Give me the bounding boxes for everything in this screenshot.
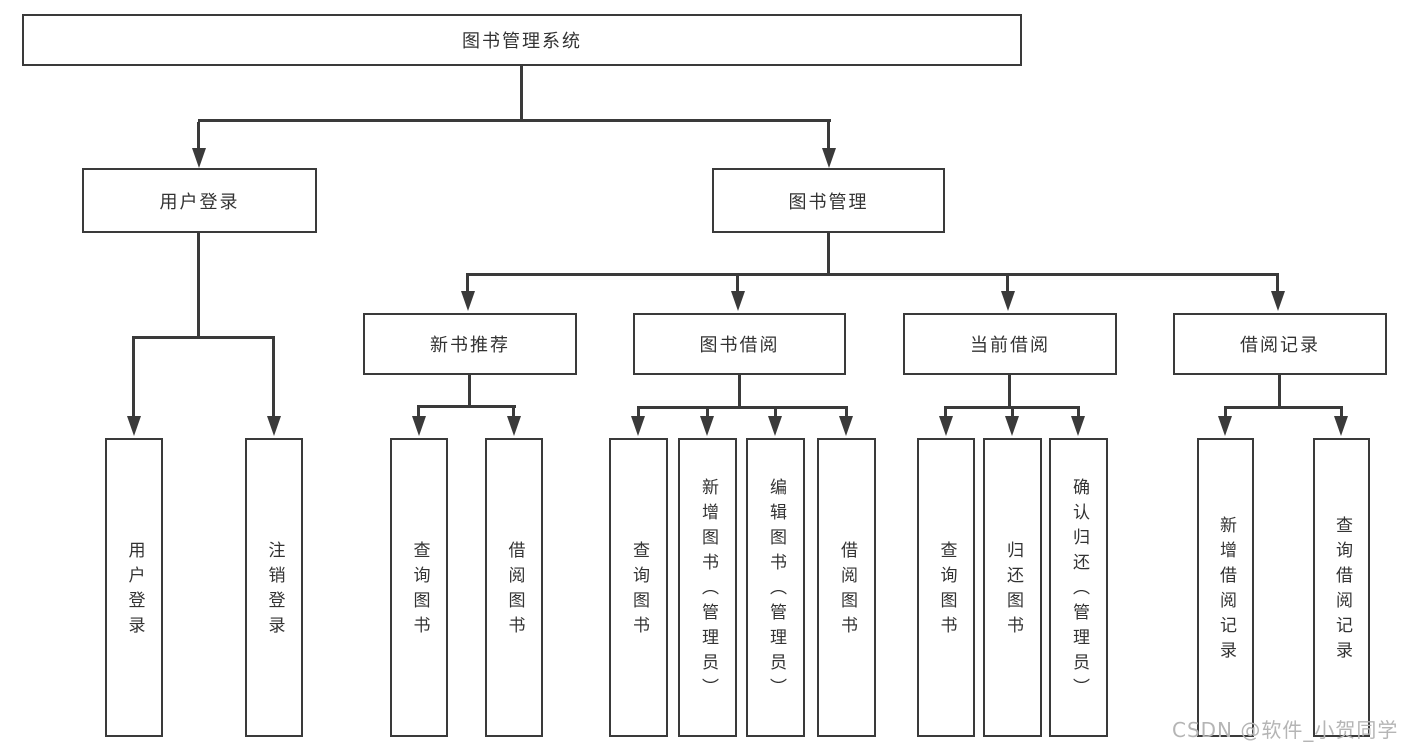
connector-nb-stem	[468, 375, 471, 405]
leaf-bb-borrow-books: 借阅图书	[817, 438, 876, 737]
node-book-mgmt-label: 图书管理	[788, 191, 869, 213]
connector-stem-borrow-records	[1276, 276, 1279, 292]
connector-bb-bar	[637, 406, 848, 409]
connector-stem-br-query	[1340, 409, 1343, 418]
node-root: 图书管理系统	[22, 14, 1022, 66]
arrow-down-icon	[192, 148, 206, 168]
connector-bm-bar	[466, 273, 1279, 276]
leaf-nb-borrow-books: 借阅图书	[485, 438, 543, 737]
connector-root-stem	[520, 64, 523, 119]
connector-stem-br-add	[1224, 409, 1227, 418]
connector-stem-bb-add	[706, 409, 709, 418]
node-book-borrow-label: 图书借阅	[699, 335, 780, 356]
arrow-down-icon	[507, 416, 521, 436]
node-borrow-records-label: 借阅记录	[1240, 335, 1320, 356]
arrow-down-icon	[267, 416, 281, 436]
connector-stem-ul-logout	[272, 339, 275, 416]
arrow-down-icon	[1334, 416, 1348, 436]
node-current-borrow: 当前借阅	[903, 313, 1117, 375]
leaf-bb-add-books-admin: 新增图书（管理员）	[678, 438, 737, 737]
connector-stem-nb-borrow	[512, 408, 515, 418]
leaf-br-query-record-label: 查询借阅记录	[1332, 515, 1352, 666]
leaf-bb-edit-books-admin: 编辑图书（管理员）	[746, 438, 805, 737]
leaf-nb-query-books-label: 查询图书	[409, 540, 430, 641]
arrow-down-icon	[412, 416, 426, 436]
arrow-down-icon	[1071, 416, 1085, 436]
node-new-book-rec: 新书推荐	[363, 313, 577, 375]
leaf-cb-query-books: 查询图书	[917, 438, 975, 737]
connector-stem-book-mgmt	[827, 122, 830, 150]
arrow-down-icon	[1271, 291, 1285, 311]
connector-cb-stem	[1008, 375, 1011, 406]
leaf-cb-confirm-return-admin: 确认归还（管理员）	[1049, 438, 1108, 737]
arrow-down-icon	[822, 148, 836, 168]
arrow-down-icon	[127, 416, 141, 436]
connector-cb-bar	[944, 406, 1080, 409]
leaf-br-add-record-label: 新增借阅记录	[1216, 515, 1236, 666]
connector-ul-stem	[197, 233, 200, 336]
node-book-mgmt: 图书管理	[712, 168, 945, 233]
connector-stem-cb-query	[944, 409, 947, 418]
connector-stem-current-borrow	[1006, 276, 1009, 292]
arrow-down-icon	[1005, 416, 1019, 436]
connector-stem-bb-borrow	[845, 409, 848, 418]
arrow-down-icon	[631, 416, 645, 436]
leaf-bb-query-books: 查询图书	[609, 438, 668, 737]
leaf-user-login: 用户登录	[105, 438, 163, 737]
node-user-login: 用户登录	[82, 168, 317, 233]
leaf-cb-return-books: 归还图书	[983, 438, 1042, 737]
leaf-nb-borrow-books-label: 借阅图书	[504, 540, 525, 641]
connector-stem-book-borrow	[736, 276, 739, 292]
arrow-down-icon	[731, 291, 745, 311]
leaf-bb-edit-books-admin-label: 编辑图书（管理员）	[766, 478, 786, 703]
connector-stem-ul-login	[132, 339, 135, 416]
arrow-down-icon	[700, 416, 714, 436]
arrow-down-icon	[939, 416, 953, 436]
leaf-br-add-record: 新增借阅记录	[1197, 438, 1254, 737]
node-user-login-label: 用户登录	[159, 191, 240, 213]
leaf-cb-return-books-label: 归还图书	[1003, 540, 1023, 641]
leaf-cb-confirm-return-admin-label: 确认归还（管理员）	[1069, 478, 1089, 703]
leaf-logout-label: 注销登录	[264, 540, 285, 641]
connector-stem-bb-query	[637, 409, 640, 418]
connector-br-bar	[1224, 406, 1343, 409]
leaf-cb-query-books-label: 查询图书	[936, 540, 957, 641]
connector-ul-bar	[132, 336, 275, 339]
connector-stem-nb-query	[417, 408, 420, 418]
connector-bb-stem	[738, 375, 741, 406]
arrow-down-icon	[1218, 416, 1232, 436]
connector-stem-cb-confirm	[1077, 409, 1080, 418]
node-book-borrow: 图书借阅	[633, 313, 846, 375]
node-current-borrow-label: 当前借阅	[970, 335, 1050, 356]
connector-nb-bar	[417, 405, 516, 408]
node-new-book-rec-label: 新书推荐	[430, 335, 510, 356]
connector-stem-bb-edit	[774, 409, 777, 418]
arrow-down-icon	[768, 416, 782, 436]
connector-root-bar	[198, 119, 831, 122]
leaf-user-login-label: 用户登录	[124, 540, 145, 641]
node-root-label: 图书管理系统	[462, 31, 582, 52]
leaf-bb-query-books-label: 查询图书	[629, 540, 649, 641]
leaf-bb-borrow-books-label: 借阅图书	[837, 540, 857, 641]
connector-stem-cb-return	[1011, 409, 1014, 418]
node-borrow-records: 借阅记录	[1173, 313, 1387, 375]
arrow-down-icon	[461, 291, 475, 311]
leaf-br-query-record: 查询借阅记录	[1313, 438, 1370, 737]
leaf-nb-query-books: 查询图书	[390, 438, 448, 737]
connector-stem-new-book	[466, 276, 469, 292]
arrow-down-icon	[1001, 291, 1015, 311]
csdn-watermark: CSDN @软件_小贺同学	[1172, 718, 1399, 742]
connector-stem-user-login	[197, 122, 200, 150]
connector-br-stem	[1278, 375, 1281, 406]
arrow-down-icon	[839, 416, 853, 436]
connector-bm-stem	[827, 233, 830, 273]
leaf-bb-add-books-admin-label: 新增图书（管理员）	[698, 478, 718, 703]
leaf-logout: 注销登录	[245, 438, 303, 737]
